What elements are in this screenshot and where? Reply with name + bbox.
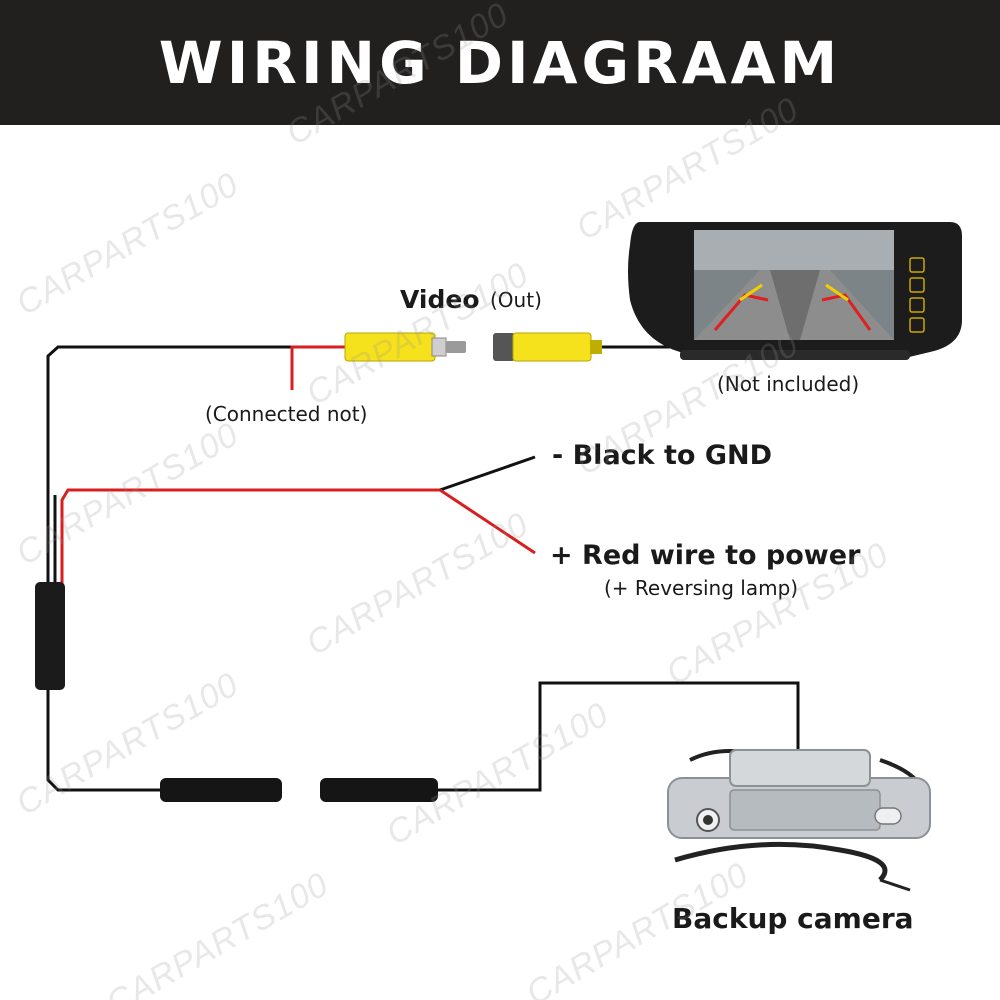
main-red-wire (60, 488, 440, 585)
rca-female-plug (493, 332, 602, 362)
backup-camera-label: Backup camera (672, 902, 914, 935)
camera-cable (438, 681, 800, 792)
rca-male-plug (344, 332, 466, 362)
lower-black-wire (46, 690, 165, 792)
monitor-device (628, 222, 962, 360)
reversing-lamp-label: (+ Reversing lamp) (604, 576, 799, 600)
backup-camera-device (667, 749, 931, 892)
header-bar: WIRING DIAGRAAM (0, 0, 1000, 125)
red-power-wire (439, 488, 536, 555)
video-out-label: (Out) (490, 288, 542, 312)
connected-not-label: (Connected not) (205, 402, 368, 426)
red-power-label: + Red wire to power (550, 540, 861, 571)
main-black-wire (46, 345, 345, 585)
not-included-label: (Not included) (717, 372, 860, 396)
video-label: Video (400, 285, 480, 314)
diagram-title: WIRING DIAGRAAM (158, 28, 842, 97)
extension-connector-right (320, 778, 438, 802)
inline-connector-box (35, 582, 65, 690)
black-gnd-wire (439, 455, 536, 492)
extension-connector-left (160, 778, 282, 802)
black-gnd-label: - Black to GND (552, 440, 773, 471)
red-stub-wire (290, 345, 345, 390)
